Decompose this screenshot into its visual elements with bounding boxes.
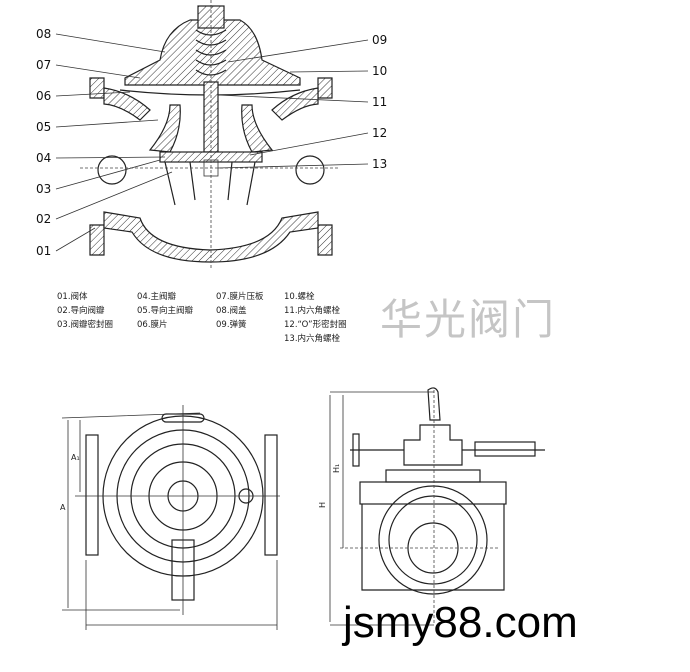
site-watermark: jsmy88.com [343, 598, 578, 647]
cross-section-view [80, 0, 340, 270]
callouts-left: 08 07 06 05 04 03 02 01 [36, 27, 173, 258]
legend-item: 06.膜片 [137, 319, 168, 330]
callout-07: 07 [36, 58, 51, 72]
callout-10: 10 [372, 64, 387, 78]
parts-legend: 01.阀体 02.导向阀瓣 03.阀瓣密封圈 04.主阀瓣 05.导向主阀瓣 0… [57, 291, 347, 344]
side-view: H H₁ [318, 387, 545, 626]
watermark: 华光阀门 [380, 295, 557, 344]
legend-item: 04.主阀瓣 [137, 291, 177, 302]
legend-item: 03.阀瓣密封圈 [57, 319, 113, 330]
callout-06: 06 [36, 89, 51, 103]
legend-item: 08.阀盖 [216, 305, 247, 316]
legend-item: 05.导向主阀瓣 [137, 305, 194, 316]
callout-09: 09 [372, 33, 387, 47]
dim-a-label: A [60, 503, 66, 512]
callouts-right: 09 10 11 12 13 [217, 33, 387, 171]
dim-h1-label: H₁ [332, 464, 341, 473]
legend-item: 09.弹簧 [216, 319, 247, 330]
callout-01: 01 [36, 244, 51, 258]
legend-item: 11.内六角螺栓 [284, 305, 341, 316]
legend-item: 02.导向阀瓣 [57, 305, 105, 316]
front-view: A A₁ [60, 405, 280, 630]
legend-item: 01.阀体 [57, 291, 88, 302]
dim-a1-label: A₁ [71, 453, 80, 462]
callout-03: 03 [36, 182, 51, 196]
callout-13: 13 [372, 157, 387, 171]
callout-05: 05 [36, 120, 51, 134]
legend-item: 07.膜片压板 [216, 291, 264, 302]
callout-08: 08 [36, 27, 51, 41]
legend-item: 10.螺栓 [284, 291, 315, 302]
callout-04: 04 [36, 151, 51, 165]
callout-02: 02 [36, 212, 51, 226]
callout-12: 12 [372, 126, 387, 140]
callout-11: 11 [372, 95, 387, 109]
legend-item: 13.内六角螺栓 [284, 333, 341, 344]
legend-item: 12.“O”形密封圈 [284, 319, 347, 330]
dim-h-label: H [318, 502, 327, 508]
